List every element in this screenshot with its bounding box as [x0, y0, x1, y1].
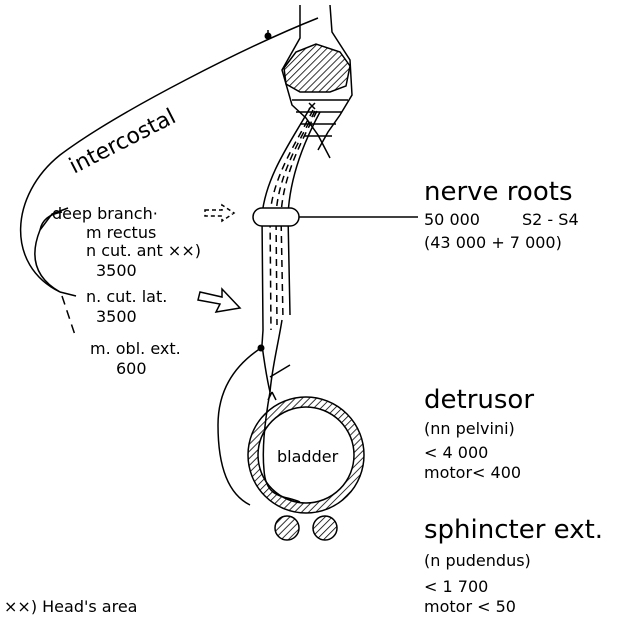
n-cut-ant-label: n cut. ant ××) [86, 241, 201, 260]
sphincter-count: < 1 700 [424, 577, 488, 596]
open-arrow-icon [198, 289, 240, 312]
m-rectus-label: m rectus [86, 223, 156, 242]
detrusor-count: < 4 000 [424, 443, 488, 462]
footnote: ××) Head's area [4, 597, 137, 616]
detrusor-title: detrusor [424, 385, 534, 415]
m-obl-ext-label: m. obl. ext. [90, 339, 181, 358]
nerve-roots-title: nerve roots [424, 177, 572, 207]
nerve-root-bundle [253, 108, 418, 345]
nerve-roots-split: (43 000 + 7 000) [424, 233, 562, 252]
sphincter-nerve: (n pudendus) [424, 551, 531, 570]
sphincter-motor: motor < 50 [424, 597, 516, 616]
detrusor-nerve: (nn pelvini) [424, 419, 515, 438]
intercostal-nerve [21, 18, 318, 335]
deep-branch-label: deep branch· [52, 204, 158, 223]
bladder [248, 397, 364, 540]
bladder-label: bladder [277, 447, 339, 466]
nerve-roots-count: 50 000 [424, 210, 480, 229]
n-cut-ant-count: 3500 [96, 261, 137, 280]
root-ganglion-ring [253, 208, 299, 226]
m-obl-ext-count: 600 [116, 359, 147, 378]
sphincter-left [275, 516, 299, 540]
detrusor-motor: motor< 400 [424, 463, 521, 482]
intercostal-label: intercostal [65, 104, 180, 179]
dashed-arrow-icon [205, 205, 234, 221]
sphincter-title: sphincter ext. [424, 515, 603, 545]
vertebral-body-hatched [284, 44, 350, 92]
sphincter-right [313, 516, 337, 540]
n-cut-lat-count: 3500 [96, 307, 137, 326]
n-cut-lat-label: n. cut. lat. [86, 287, 167, 306]
nerve-roots-segments: S2 - S4 [522, 210, 579, 229]
